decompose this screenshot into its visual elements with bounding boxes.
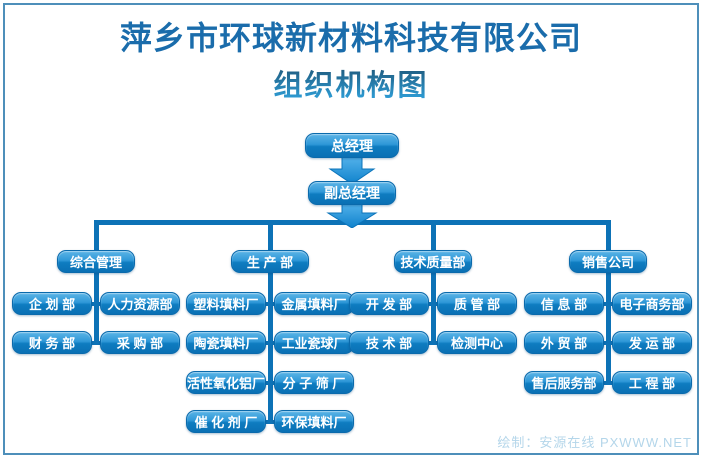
row-connector-stub bbox=[419, 302, 447, 306]
dept-node: 外 贸 部 bbox=[524, 331, 604, 354]
dept-node: 发 运 部 bbox=[612, 331, 692, 354]
dept-node: 环保填料厂 bbox=[274, 410, 354, 433]
dept-node: 工 程 部 bbox=[612, 371, 692, 394]
row-connector-stub bbox=[594, 341, 622, 345]
dept-node: 财 务 部 bbox=[12, 331, 92, 354]
branch-connector-line bbox=[94, 220, 99, 345]
row-connector-stub bbox=[594, 302, 622, 306]
down-arrow-icon bbox=[328, 156, 376, 184]
node-deputy-general-manager: 副总经理 bbox=[308, 181, 396, 205]
branch-node-production: 生 产 部 bbox=[231, 250, 309, 273]
row-connector-stub bbox=[256, 420, 284, 424]
row-connector-stub bbox=[419, 341, 447, 345]
row-connector-stub bbox=[256, 381, 284, 385]
dept-node: 塑料填料厂 bbox=[186, 292, 266, 315]
branch-node-general-admin: 综合管理 bbox=[57, 250, 135, 273]
dept-node: 金属填料厂 bbox=[274, 292, 354, 315]
dept-node: 活性氧化铝厂 bbox=[186, 371, 266, 394]
dept-node: 质 管 部 bbox=[437, 292, 517, 315]
dept-node: 企 划 部 bbox=[12, 292, 92, 315]
row-connector-stub bbox=[256, 302, 284, 306]
dept-node: 工业瓷球厂 bbox=[274, 331, 354, 354]
watermark: 绘制：安源在线 PXWWW.NET bbox=[497, 435, 692, 450]
company-title: 萍乡市环球新材料科技有限公司 bbox=[119, 20, 582, 56]
row-connector-stub bbox=[82, 341, 110, 345]
row-connector-stub bbox=[256, 341, 284, 345]
branch-node-sales: 销售公司 bbox=[569, 250, 647, 273]
node-general-manager: 总经理 bbox=[305, 133, 399, 158]
row-connector-stub bbox=[82, 302, 110, 306]
dept-node: 催 化 剂 厂 bbox=[186, 410, 266, 433]
dept-node: 采 购 部 bbox=[100, 331, 180, 354]
dept-node: 技 术 部 bbox=[349, 331, 429, 354]
branch-connector-line bbox=[431, 220, 436, 345]
branch-connector-line bbox=[268, 220, 273, 424]
branch-node-tech-quality: 技术质量部 bbox=[394, 250, 472, 273]
dept-node: 电子商务部 bbox=[612, 292, 692, 315]
down-arrow-icon bbox=[326, 202, 378, 228]
dept-node: 检测中心 bbox=[437, 331, 517, 354]
row-connector-stub bbox=[594, 381, 622, 385]
dept-node: 陶瓷填料厂 bbox=[186, 331, 266, 354]
dept-node: 分 子 筛 厂 bbox=[274, 371, 354, 394]
dept-node: 人力资源部 bbox=[100, 292, 180, 315]
chart-title: 组织机构图 bbox=[0, 62, 702, 104]
dept-node: 信 息 部 bbox=[524, 292, 604, 315]
dept-node: 售后服务部 bbox=[524, 371, 604, 394]
dept-node: 开 发 部 bbox=[349, 292, 429, 315]
